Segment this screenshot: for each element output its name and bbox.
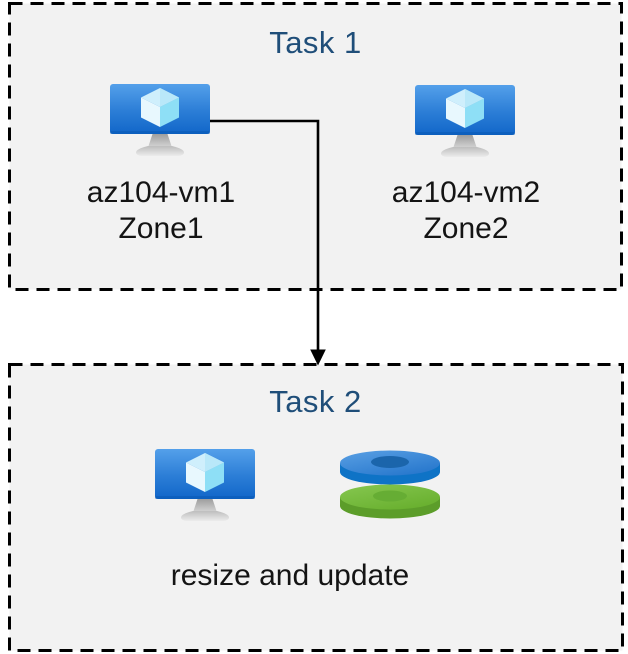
vm1-name: az104-vm1 xyxy=(86,176,236,209)
task2-box xyxy=(8,363,624,652)
managed-disks-icon xyxy=(338,446,442,520)
task2-caption: resize and update xyxy=(170,559,410,592)
virtual-machine-icon xyxy=(110,84,210,158)
vm1-zone: Zone1 xyxy=(118,212,204,245)
virtual-machine-icon xyxy=(155,449,255,523)
virtual-machine-icon xyxy=(415,85,515,159)
vm1-label: az104-vm1 Zone1 xyxy=(56,175,266,247)
task1-box xyxy=(8,2,623,291)
vm2-zone: Zone2 xyxy=(423,212,509,245)
task1-title: Task 1 xyxy=(269,25,362,60)
task2-title: Task 2 xyxy=(269,384,362,419)
connector-arrow xyxy=(210,119,326,366)
vm2-label: az104-vm2 Zone2 xyxy=(361,175,571,247)
vm2-name: az104-vm2 xyxy=(391,176,541,209)
